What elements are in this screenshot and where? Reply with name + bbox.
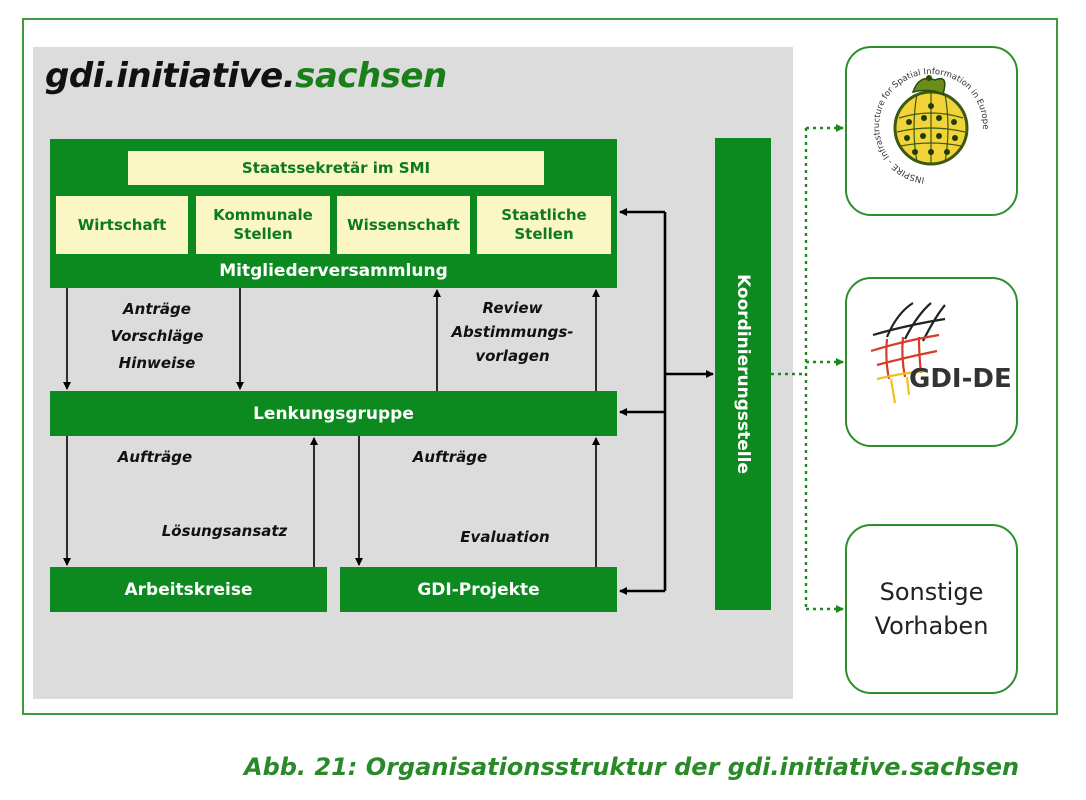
arbeitskreise-label: Arbeitskreise <box>124 579 253 600</box>
label-antraege: Anträge Vorschläge Hinweise <box>110 300 204 372</box>
label-evaluation: Evaluation <box>460 528 550 546</box>
label-auftraege-right: Aufträge <box>412 448 488 466</box>
label-review: Review Abstimmungs- vorlagen <box>451 299 574 365</box>
member-kommunale-stellen: Kommunale Stellen <box>196 196 330 254</box>
gdi-de-label: GDI-DE <box>909 364 1012 394</box>
member-wirtschaft: Wirtschaft <box>56 196 188 254</box>
figure-caption: Abb. 21: Organisationsstruktur der gdi.i… <box>244 753 1020 781</box>
sonstige-vorhaben-box: Sonstige Vorhaben <box>845 524 1018 694</box>
gdi-projekte-box <box>340 567 617 612</box>
sonstige-vorhaben-label: Sonstige Vorhaben <box>874 578 989 640</box>
gdi-projekte-label: GDI-Projekte <box>417 579 540 600</box>
member-wissenschaft: Wissenschaft <box>337 196 470 254</box>
member-staatliche-stellen: Staatliche Stellen <box>477 196 611 254</box>
inspire-logo: INSPIRE - Infrastructure for Spatial Inf… <box>872 67 990 185</box>
arbeitskreise-box <box>50 567 327 612</box>
label-auftraege-left: Aufträge <box>117 448 193 466</box>
gdi-de-box: GDI-DE <box>845 277 1018 447</box>
inspire-box: INSPIRE - Infrastructure for Spatial Inf… <box>845 46 1018 216</box>
lenkungsgruppe-box <box>50 391 617 436</box>
label-loesungsansatz: Lösungsansatz <box>161 522 288 540</box>
koordinierungsstelle-box <box>715 138 771 610</box>
org-title: gdi.initiative.sachsen <box>45 56 447 96</box>
staatssekretaer-box: Staatssekretär im SMI <box>128 151 544 185</box>
lenkungsgruppe-label: Lenkungsgruppe <box>253 403 414 424</box>
mitgliederversammlung-label: Mitgliederversammlung <box>219 261 448 281</box>
gdi-de-logo: GDI-DE <box>870 302 1012 404</box>
